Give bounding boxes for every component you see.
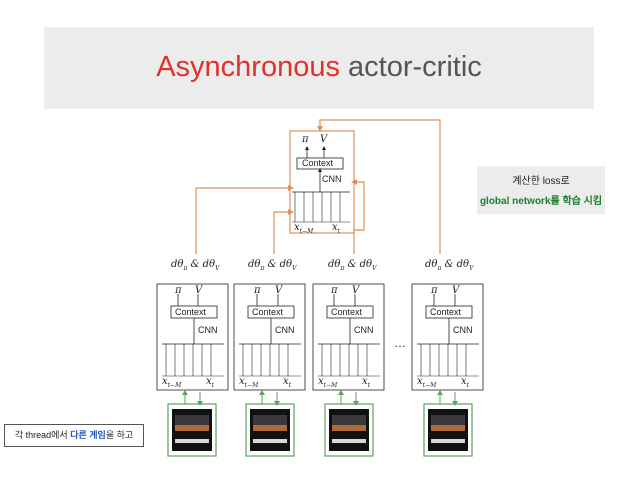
worker-1-context-label: Context: [175, 307, 207, 317]
worker-1-pi-label: π: [175, 285, 182, 296]
game-screen-1: [172, 409, 212, 451]
worker-4-x-last: xt: [461, 376, 470, 389]
env-arrowheads: [182, 390, 458, 406]
worker-1-v-label: V: [195, 285, 203, 296]
title-accent: Asynchronous: [156, 51, 340, 83]
worker-2-pi-label: π: [254, 285, 261, 296]
worker-1-x-first: xt−M: [162, 376, 182, 389]
thread-caption: 각 thread에서 다른 게임을 하고: [4, 424, 144, 447]
global-x-last-label: xt: [332, 222, 341, 235]
worker-3-x-first: xt−M: [318, 376, 338, 389]
worker-3-context-label: Context: [331, 307, 363, 317]
worker-3: [312, 283, 385, 391]
worker-1-x-last: xt: [206, 376, 215, 389]
game-frames: [167, 403, 473, 457]
worker-2: [233, 283, 306, 391]
worker-4: [411, 283, 484, 391]
global-pi-label: π: [302, 134, 309, 145]
game-screen-2: [250, 409, 290, 451]
worker-2-x-first: xt−M: [239, 376, 259, 389]
worker-1: [156, 283, 229, 391]
gradient-label-3: dθπ & dθV: [328, 259, 377, 272]
worker-4-x-first: xt−M: [417, 376, 437, 389]
worker-2-context-label: Context: [252, 307, 284, 317]
gradient-label-4: dθπ & dθV: [425, 259, 474, 272]
page-title: Asynchronous actor-critic: [44, 51, 594, 84]
worker-2-v-label: V: [275, 285, 283, 296]
worker-2-x-last: xt: [283, 376, 292, 389]
worker-3-x-last: xt: [362, 376, 371, 389]
title-banner: Asynchronous actor-critic: [44, 27, 594, 109]
loss-note: 계산한 loss로 global network를 학습 시킴: [477, 166, 605, 214]
global-cnn-label: CNN: [322, 174, 342, 184]
gradient-label-1: dθπ & dθV: [171, 259, 220, 272]
game-screen-3: [329, 409, 369, 451]
gradient-arrowheads: [288, 126, 357, 215]
more-workers-ellipsis: …: [394, 336, 406, 350]
global-x-first-label: xt−M: [294, 222, 314, 235]
title-rest: actor-critic: [339, 51, 482, 83]
worker-4-cnn-label: CNN: [453, 325, 473, 335]
note-line-1: 계산한 loss로: [512, 176, 570, 187]
worker-3-pi-label: π: [331, 285, 338, 296]
worker-4-v-label: V: [452, 285, 460, 296]
game-screen-4: [428, 409, 468, 451]
global-v-label: V: [320, 134, 328, 145]
env-links: [184, 392, 456, 404]
gradient-label-2: dθπ & dθV: [248, 259, 297, 272]
worker-1-cnn-label: CNN: [198, 325, 218, 335]
worker-3-cnn-label: CNN: [354, 325, 374, 335]
worker-3-v-label: V: [352, 285, 360, 296]
global-context-label: Context: [302, 158, 334, 168]
note-line-2: global network를 학습 시킴: [479, 196, 603, 207]
worker-4-pi-label: π: [431, 285, 438, 296]
worker-4-context-label: Context: [430, 307, 462, 317]
worker-2-cnn-label: CNN: [275, 325, 295, 335]
gradient-arrows: [195, 119, 441, 254]
